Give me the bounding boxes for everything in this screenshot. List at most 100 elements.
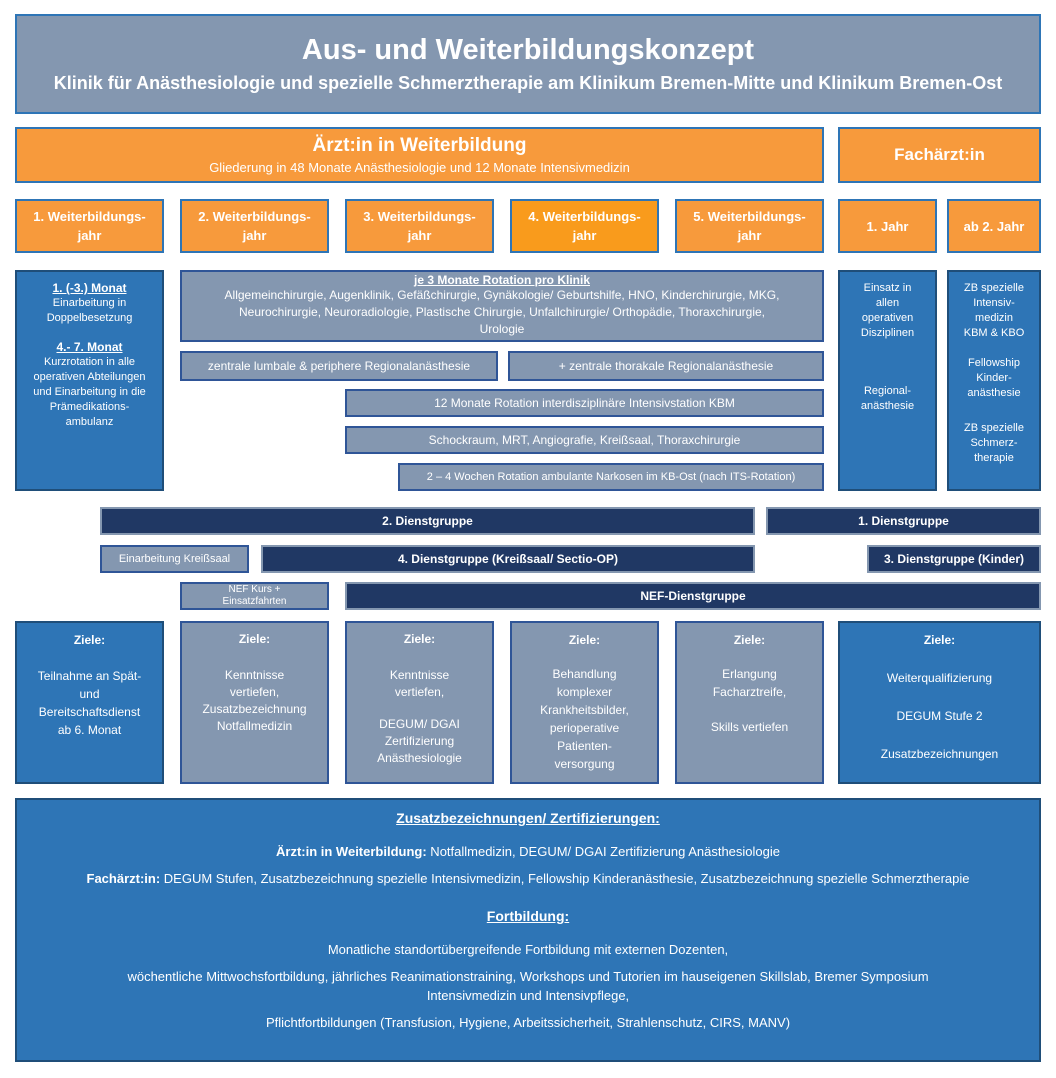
dienst-label: Einsatzfahrten: [222, 596, 287, 607]
text-line: Teilnahme an Spät-: [37, 669, 142, 683]
regional-bar-1: zentrale lumbale & periphere Regionalanä…: [180, 351, 498, 381]
text-line: therapie: [974, 452, 1014, 464]
text-line: Patienten-: [557, 739, 612, 753]
text-line: versorgung: [554, 757, 615, 771]
text-line: Kinder-: [976, 372, 1012, 384]
year-label: jahr: [572, 228, 597, 243]
year-label: jahr: [407, 228, 432, 243]
year-label: jahr: [737, 228, 762, 243]
footer-label: Fachärzt:in:: [86, 871, 161, 886]
text-line: ZB spezielle: [964, 282, 1024, 294]
ziele-heading: Ziele:: [73, 633, 106, 647]
first-year-details: 1. (-3.) Monat Einarbeitung in Doppelbes…: [15, 270, 164, 491]
text-line: Weiterqualifizierung: [886, 671, 993, 685]
facharzt-header: Fachärzt:in: [838, 127, 1041, 183]
month-heading: 1. (-3.) Monat: [52, 281, 127, 295]
fa-year-2: ab 2. Jahr: [947, 199, 1041, 253]
text-line: Fellowship: [968, 357, 1020, 369]
text-line: allen: [875, 297, 900, 309]
text-line: medizin: [975, 312, 1013, 324]
rotation-line: Neurochirurgie, Neuroradiologie, Plastis…: [238, 305, 766, 319]
year-label: ab 2. Jahr: [963, 218, 1025, 234]
fa-year-1: 1. Jahr: [838, 199, 937, 253]
dienst-label: 4. Dienstgruppe (Kreißsaal/ Sectio-OP): [397, 552, 619, 566]
page-subtitle: Klinik für Anästhesiologie und spezielle…: [53, 73, 1003, 93]
text-line: Schmerz-: [970, 437, 1018, 449]
dienstgruppe-3: 3. Dienstgruppe (Kinder): [867, 545, 1041, 573]
weiterbildung-subtitle: Gliederung in 48 Monate Anästhesiologie …: [209, 160, 630, 175]
footer-text: Intensivmedizin und Intensivpflege,: [426, 988, 630, 1003]
text-line: und: [79, 687, 100, 701]
ziele-heading: Ziele:: [733, 633, 766, 647]
text-line: Prämedikations-: [49, 401, 130, 413]
year-label: 5. Weiterbildungs-: [693, 209, 806, 224]
footer-text: Pflichtfortbildungen (Transfusion, Hygie…: [265, 1015, 791, 1030]
bar-label: 12 Monate Rotation interdisziplinäre Int…: [434, 396, 735, 410]
text-line: anästhesie: [967, 387, 1021, 399]
kreisssaal-einarbeitung: Einarbeitung Kreißsaal: [100, 545, 249, 573]
text-line: anästhesie: [860, 400, 915, 412]
footer-line-facharzt: Fachärzt:in: DEGUM Stufen, Zusatzbezeich…: [87, 871, 970, 886]
dienst-label: 3. Dienstgruppe (Kinder): [883, 552, 1024, 566]
ziele-heading: Ziele:: [568, 633, 601, 647]
rotation-line: Allgemeinchirurgie, Augenklinik, Gefäßch…: [224, 288, 780, 302]
schockraum-bar: Schockraum, MRT, Angiografie, Kreißsaal,…: [345, 426, 824, 454]
footer-text: Notfallmedizin, DEGUM/ DGAI Zertifizieru…: [426, 844, 780, 859]
ziele-year-1: Ziele: Teilnahme an Spät- und Bereitscha…: [15, 621, 164, 784]
year-label: 3. Weiterbildungs-: [363, 209, 476, 224]
weiterbildung-title: Ärzt:in in Weiterbildung: [312, 135, 527, 156]
text-line: DEGUM Stufe 2: [896, 709, 983, 723]
year-1: 1. Weiterbildungs-jahr: [15, 199, 164, 253]
footer-text: Monatliche standortübergreifende Fortbil…: [327, 942, 729, 957]
text-line: Notfallmedizin: [216, 719, 293, 733]
footer-label: Ärzt:in in Weiterbildung:: [276, 844, 427, 859]
year-3: 3. Weiterbildungs-jahr: [345, 199, 494, 253]
year-label: 1. Weiterbildungs-: [33, 209, 146, 224]
ziele-year-2: Ziele: Kenntnisse vertiefen, Zusatzbezei…: [180, 621, 329, 784]
bar-label: + zentrale thorakale Regionalanästhesie: [558, 359, 774, 373]
text-line: vertiefen,: [229, 685, 280, 699]
ziele-heading: Ziele:: [923, 633, 956, 647]
text-line: vertiefen,: [394, 685, 445, 699]
text-line: Zusatzbezeichnungen: [880, 747, 999, 761]
text-line: Skills vertiefen: [710, 720, 789, 734]
text-line: Doppelbesetzung: [46, 312, 133, 324]
text-line: Einsatz in: [863, 282, 912, 294]
dienst-label: NEF Kurs +: [228, 584, 281, 595]
year-5: 5. Weiterbildungs-jahr: [675, 199, 824, 253]
text-line: ZB spezielle: [964, 422, 1024, 434]
rotation-heading: je 3 Monate Rotation pro Klinik: [413, 273, 590, 287]
text-line: Kenntnisse: [389, 668, 450, 682]
page-title: Aus- und Weiterbildungskonzept: [301, 34, 755, 66]
nef-dienstgruppe: NEF-Dienstgruppe: [345, 582, 1041, 610]
dienst-label: NEF-Dienstgruppe: [640, 589, 746, 603]
text-line: ambulanz: [65, 416, 114, 428]
text-line: Krankheitsbilder,: [540, 703, 629, 717]
rotation-box: je 3 Monate Rotation pro Klinik Allgemei…: [180, 270, 824, 342]
rotation-line: Urologie: [479, 322, 525, 336]
year-label: 4. Weiterbildungs-: [528, 209, 641, 224]
facharzt-title: Fachärzt:in: [894, 145, 985, 164]
text-line: Kenntnisse: [224, 668, 285, 682]
footer-box: Zusatzbezeichnungen/ Zertifizierungen: Ä…: [15, 798, 1041, 1062]
bar-label: 2 – 4 Wochen Rotation ambulante Narkosen…: [426, 471, 796, 483]
ziele-year-5: Ziele: Erlangung Facharztreife, Skills v…: [675, 621, 824, 784]
footer-line-weiterbildung: Ärzt:in in Weiterbildung: Notfallmedizin…: [276, 844, 780, 859]
year-label: jahr: [242, 228, 267, 243]
text-line: KBM & KBO: [963, 327, 1025, 339]
nef-kurs: NEF Kurs + Einsatzfahrten: [180, 582, 329, 610]
text-line: Einarbeitung in: [52, 297, 127, 309]
dienst-label: 1. Dienstgruppe: [858, 514, 949, 528]
text-line: Zusatzbezeichnung: [202, 702, 307, 716]
text-line: Behandlung: [552, 667, 617, 681]
text-line: perioperative: [549, 721, 620, 735]
dienstgruppe-4: 4. Dienstgruppe (Kreißsaal/ Sectio-OP): [261, 545, 755, 573]
text-line: ab 6. Monat: [57, 723, 122, 737]
text-line: Facharztreife,: [712, 685, 787, 699]
footer-text: wöchentliche Mittwochsfortbildung, jährl…: [127, 969, 929, 984]
month-heading: 4.- 7. Monat: [56, 340, 123, 354]
its-bar: 12 Monate Rotation interdisziplinäre Int…: [345, 389, 824, 417]
regional-bar-2: + zentrale thorakale Regionalanästhesie: [508, 351, 824, 381]
dienstgruppe-1: 1. Dienstgruppe: [766, 507, 1041, 535]
fa-year-1-details: Einsatz in allen operativen Disziplinen …: [838, 270, 937, 491]
